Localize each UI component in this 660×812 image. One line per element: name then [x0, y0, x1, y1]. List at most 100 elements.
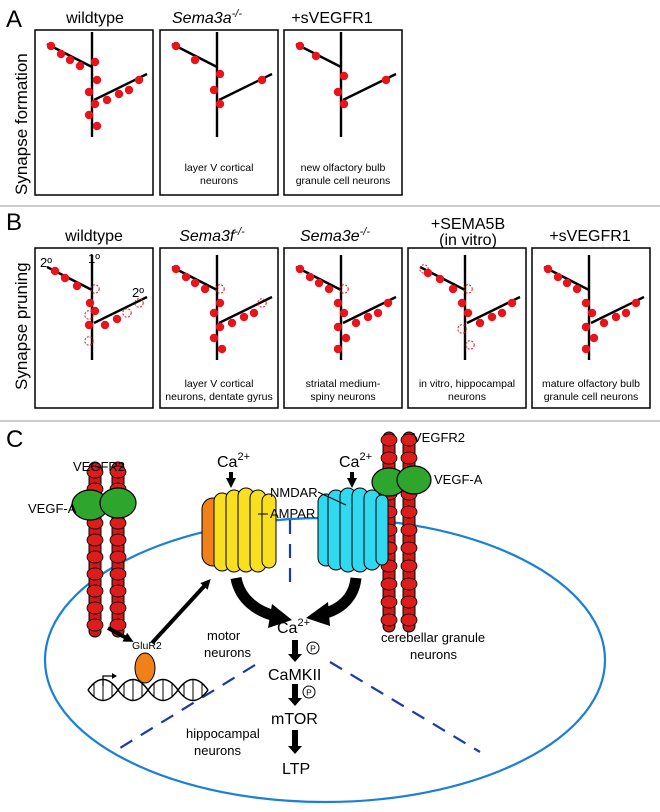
synapse-dot: [497, 308, 507, 318]
pruned-synapse: [134, 298, 144, 308]
ca-right-label: Ca2+: [339, 451, 372, 471]
synapse-dot: [75, 61, 85, 71]
dendrite-tree-b2: [171, 255, 273, 360]
curved-arrow-ampar-body: [230, 576, 278, 622]
pruned-synapse: [465, 340, 475, 350]
synapse-dot: [507, 298, 517, 308]
synapse-dot: [435, 274, 445, 284]
synapse-dot: [587, 308, 597, 318]
synapse-dot: [50, 266, 60, 276]
synapse-dot: [314, 278, 324, 288]
arrow-vegfr2-to-glur2: [107, 626, 134, 642]
cascade-mtor: mTOR: [271, 711, 318, 728]
curved-arrow-ampar-head: [268, 604, 292, 628]
ampar-channel: [201, 487, 277, 573]
synapse-dot: [553, 272, 563, 282]
panel-a-caption-2-line1: layer V cortical: [185, 162, 254, 174]
panel-b-title-2: Sema3f-/-: [179, 226, 245, 245]
synapse-dot: [200, 284, 210, 294]
synapse-dot: [363, 312, 373, 322]
ca-intracellular-label: Ca2+: [277, 617, 310, 637]
panel-b-label: B: [6, 209, 22, 236]
synapse-dot: [209, 85, 219, 95]
synapse-dot: [341, 333, 351, 343]
synapse-dot: [333, 87, 343, 97]
panel-b-side-label: Synapse pruning: [12, 262, 31, 390]
synapse-dot: [171, 41, 181, 51]
synapse-dot: [611, 312, 621, 322]
dendrite-tree-b5: [543, 255, 645, 360]
synapse-dot: [333, 298, 343, 308]
vegfr2-label-right: VEGFR2: [413, 430, 465, 445]
cascade-arrow-1-head: [288, 654, 302, 662]
synapse-dot: [114, 89, 124, 99]
panel-b-box-5: [531, 247, 651, 409]
synapse-dot: [84, 110, 94, 120]
synapse-dot: [215, 298, 225, 308]
hippocampal-label-2: neurons: [194, 743, 241, 758]
pruned-synapse: [257, 298, 267, 308]
synapse-dot: [572, 284, 582, 294]
phospho-badge-2-text: P: [306, 688, 312, 698]
glur2-label: GluR2: [132, 640, 162, 652]
cerebellar-label-1: cerebellar granule: [381, 630, 485, 645]
synapse-dot: [209, 308, 219, 318]
dendrite-tree-a3: [295, 32, 397, 137]
panel-b-title-4: +SEMA5B: [431, 216, 505, 233]
curved-arrow-nmdar-head: [306, 602, 330, 626]
synapse-dot: [84, 87, 94, 97]
synapse-dot: [339, 71, 349, 81]
synapse-dot: [215, 99, 225, 109]
glur2-protein: [134, 652, 156, 684]
panel-a-title-1: wildtype: [65, 10, 124, 27]
pruned-synapse: [339, 284, 349, 294]
vegf-a-ligand-left: [71, 487, 137, 521]
vegf-a-ligand-right: [371, 465, 432, 497]
panel-a-title-2: Sema3a-/-: [172, 8, 242, 27]
panel-b-caption-2-line2: neurons, dentate gyrus: [165, 391, 272, 403]
dna-helix: [87, 673, 209, 702]
cascade-ltp: LTP: [282, 761, 310, 778]
pruned-synapse: [90, 284, 100, 294]
synapse-dot: [324, 284, 334, 294]
synapse-dot: [112, 314, 122, 324]
panel-a-box-1: [34, 29, 154, 196]
synapse-dot: [581, 344, 591, 354]
branch-2-right-label: 2º: [132, 285, 144, 300]
synapse-dot: [621, 308, 631, 318]
region-dividers: [119, 520, 481, 753]
synapse-dot: [487, 312, 497, 322]
synapse-dot: [102, 95, 112, 105]
panel-a-caption-3-line1: new olfactory bulb: [301, 162, 386, 174]
synapse-dot: [311, 51, 321, 61]
synapse-dot: [134, 75, 144, 85]
synapse-dot: [227, 318, 237, 328]
synapse-dot: [581, 298, 591, 308]
panel-b-title-3: Sema3e-/-: [300, 226, 370, 245]
synapse-dot: [100, 320, 110, 330]
dendrite-tree-b4: [419, 255, 521, 360]
synapse-dot: [90, 99, 100, 109]
synapse-dot: [351, 318, 361, 328]
ampar-label: AMPAR: [270, 506, 315, 521]
synapse-dot: [339, 308, 349, 318]
synapse-dot: [92, 75, 102, 85]
synapse-dot: [84, 320, 94, 330]
synapse-dot: [124, 85, 134, 95]
phospho-badge-1: [306, 641, 320, 655]
panel-c-label: C: [6, 426, 23, 453]
cascade-arrow-3-head: [288, 746, 302, 754]
nmdar-leader: [317, 491, 347, 506]
arrow-glur2-to-ampar: [150, 579, 211, 645]
panel-b-caption-5-line2: granule cell neurons: [544, 391, 639, 403]
panel-b-box-2: [159, 247, 279, 409]
pruned-synapse: [457, 324, 467, 334]
panel-b-caption-4-line1: in vitro, hippocampal: [419, 378, 515, 390]
panel-a-dendrites: [46, 32, 397, 137]
panel-b-caption-3-line1: striatal medium-: [306, 378, 381, 390]
ca-left-label: Ca2+: [217, 451, 250, 471]
synapse-dot: [215, 322, 225, 332]
synapse-dot: [543, 264, 553, 274]
synapse-dot: [423, 268, 433, 278]
synapse-dot: [295, 41, 305, 51]
